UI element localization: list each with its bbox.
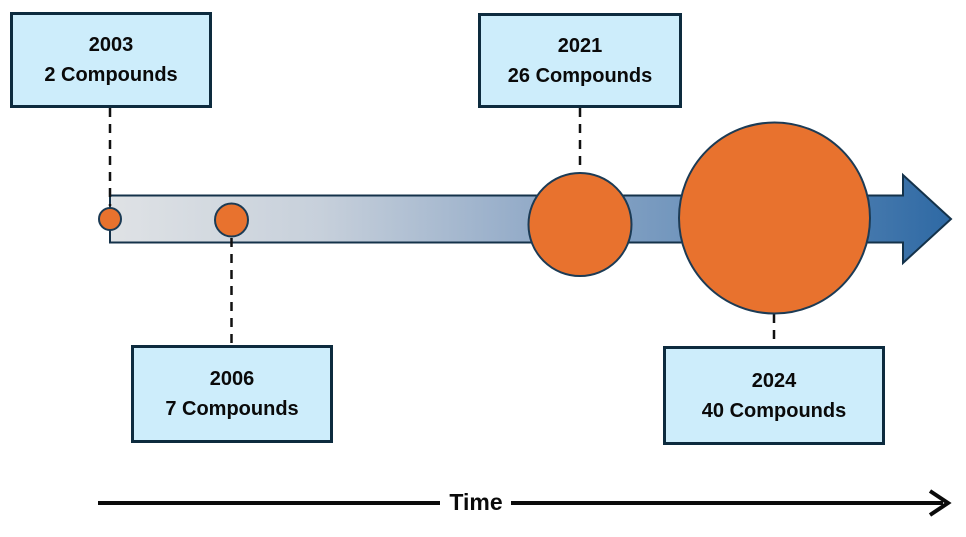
milestone-box-2024: 2024 40 Compounds [663,346,885,445]
milestone-circle-2003 [98,207,122,231]
time-axis-label: Time [449,489,503,515]
milestone-year: 2006 [209,368,255,390]
milestone-year: 2003 [88,34,134,56]
milestone-box-2021: 2021 26 Compounds [478,13,682,108]
milestone-label: 7 Compounds [165,398,299,420]
milestone-label: 40 Compounds [701,399,847,422]
milestone-circle-2024 [678,121,871,315]
time-axis-arrowhead-icon [928,489,952,517]
milestone-circle-2021 [527,172,633,277]
milestone-year: 2024 [751,369,797,392]
milestone-year: 2021 [557,34,603,57]
milestone-circle-2006 [214,202,249,238]
milestone-label: 26 Compounds [507,64,653,87]
milestone-label: 2 Compounds [44,64,178,86]
milestone-box-2003: 2003 2 Compounds [10,12,212,108]
milestone-box-2006: 2006 7 Compounds [131,345,333,443]
